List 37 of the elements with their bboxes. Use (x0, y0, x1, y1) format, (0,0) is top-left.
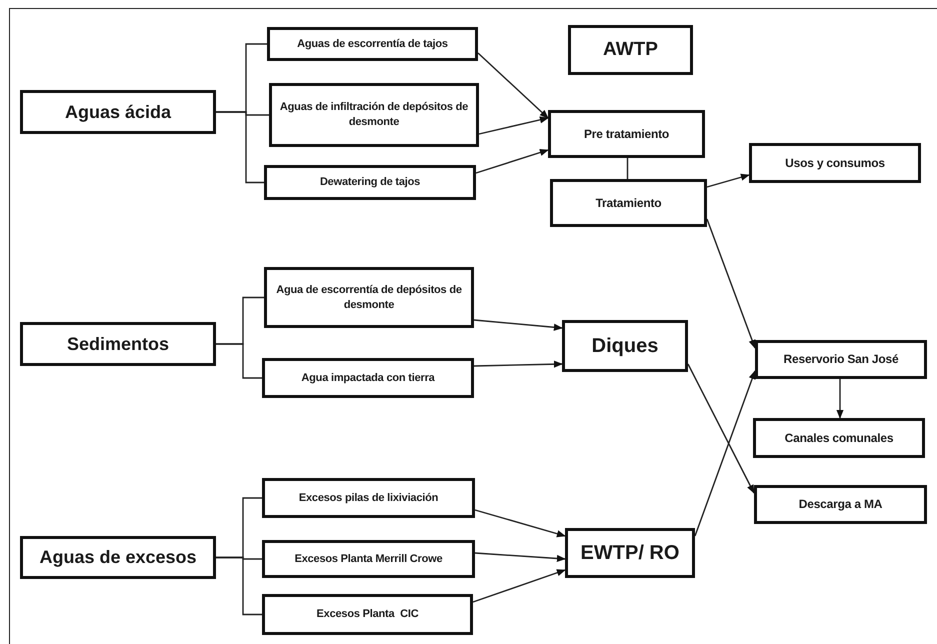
process-box: Excesos pilas de lixiviación (262, 478, 475, 518)
process-box: Reservorio San José (755, 340, 927, 379)
arrow (472, 569, 566, 603)
arrow (687, 364, 755, 494)
process-box: Descarga a MA (754, 485, 927, 524)
process-box: Pre tratamiento (548, 110, 705, 158)
process-box: Agua impactada con tierra (262, 358, 474, 398)
arrow (706, 218, 756, 349)
arrow (478, 52, 549, 119)
process-box: Aguas de escorrentía de tajos (267, 27, 478, 61)
connector-line (216, 111, 264, 184)
process-box: Dewatering de tajos (264, 165, 476, 200)
connector-line (216, 556, 262, 616)
arrow (474, 509, 566, 538)
arrow (478, 116, 549, 135)
arrow (694, 370, 756, 536)
process-box: AWTP (568, 25, 693, 75)
process-box: Tratamiento (550, 179, 707, 227)
connector-line (626, 158, 628, 179)
process-box: Agua de escorrentía de depósitos de desmonte (264, 267, 474, 328)
process-box: Aguas de infiltración de depósitos de desmonte (269, 83, 479, 147)
arrow (706, 174, 750, 188)
arrow (474, 360, 563, 368)
process-box: Aguas de excesos (20, 536, 216, 579)
arrow (474, 552, 566, 562)
process-box: Sedimentos (20, 322, 216, 366)
process-box: Usos y consumos (749, 143, 921, 183)
arrow (836, 379, 844, 419)
process-box: Aguas ácida (20, 90, 216, 134)
connector-line (216, 343, 262, 379)
process-box: Excesos Planta CIC (262, 594, 473, 635)
arrow (476, 149, 549, 174)
process-box: Diques (562, 320, 688, 372)
process-box: Excesos Planta Merrill Crowe (262, 540, 475, 578)
process-box: EWTP/ RO (565, 528, 695, 578)
arrow (474, 319, 563, 331)
process-box: Canales comunales (753, 418, 925, 458)
